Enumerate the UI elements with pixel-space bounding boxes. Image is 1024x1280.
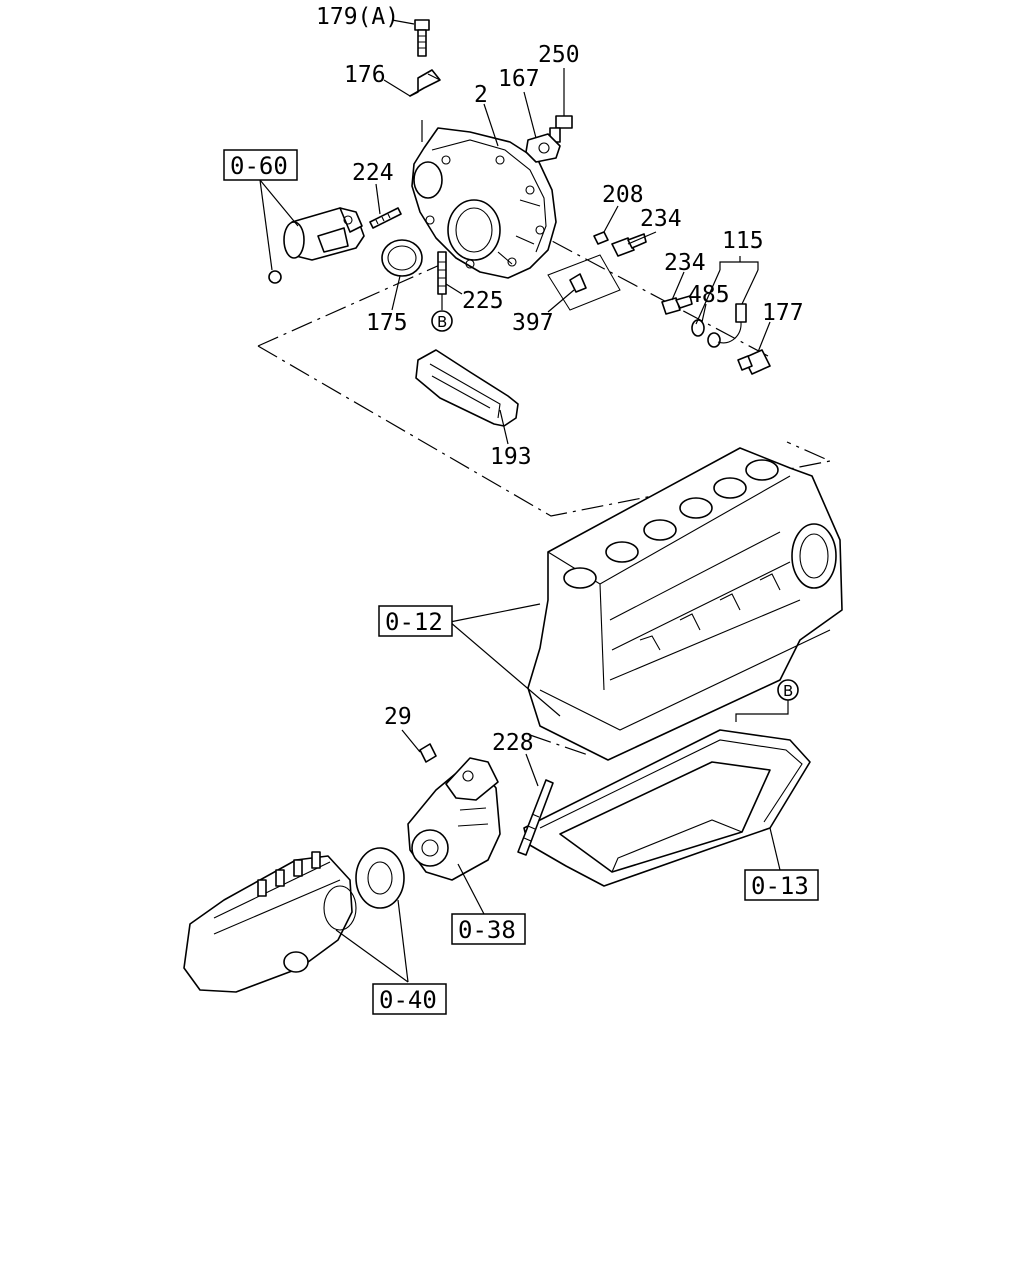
svg-text:0-38: 0-38 — [458, 916, 516, 944]
callout-224: 224 — [352, 160, 394, 186]
circled-b-marker-bottom: B — [777, 679, 799, 701]
callout-234-upper: 234 — [640, 206, 682, 232]
callout-179a: 179(A) — [316, 4, 399, 30]
flywheel-housing-icon — [411, 127, 557, 279]
svg-text:0-60: 0-60 — [230, 152, 288, 180]
engine-block-icon — [527, 447, 843, 761]
air-compressor-icon — [407, 757, 501, 881]
callout-175: 175 — [366, 310, 408, 336]
ref-box-0-40[interactable]: 0-40 — [372, 983, 447, 1015]
ref-box-0-60[interactable]: 0-60 — [223, 149, 298, 181]
nut-icon — [268, 270, 282, 284]
callout-193: 193 — [490, 444, 532, 470]
bolt-177-icon — [737, 349, 771, 375]
callout-177: 177 — [762, 300, 804, 326]
coupling-icon — [355, 847, 405, 909]
bolt-250-icon — [549, 115, 573, 143]
starter-motor-icon — [283, 207, 365, 261]
leader-lines — [259, 19, 789, 983]
lock-plate-176-icon — [409, 69, 441, 97]
callout-228: 228 — [492, 730, 534, 756]
callout-397: 397 — [512, 310, 554, 336]
ref-box-0-13[interactable]: 0-13 — [744, 869, 819, 901]
plug-29-icon — [419, 743, 437, 763]
callout-2: 2 — [474, 82, 488, 108]
assembly-chain-lines — [257, 120, 832, 756]
callout-225: 225 — [462, 288, 504, 314]
bolt-179a-icon — [414, 19, 430, 57]
svg-text:B: B — [783, 682, 793, 700]
callout-115: 115 — [722, 228, 764, 254]
callout-labels: 179(A) 176 250 167 2 224 208 234 115 234… — [316, 4, 804, 756]
svg-text:B: B — [437, 313, 447, 331]
cover-193-icon — [415, 349, 519, 427]
plate-167-icon — [525, 133, 561, 163]
callout-234-lower: 234 — [664, 250, 706, 276]
injection-pump-icon — [183, 851, 357, 993]
stud-224-icon — [369, 207, 402, 229]
rear-oil-seal-icon — [381, 239, 423, 277]
stud-225-icon — [437, 251, 447, 295]
bolt-234-upper-icon — [611, 233, 647, 257]
callout-485: 485 — [688, 282, 730, 308]
nut-208-icon — [593, 231, 609, 245]
plate-397-icon — [547, 254, 621, 311]
callout-208: 208 — [602, 182, 644, 208]
circled-b-marker-top: B — [431, 310, 453, 332]
callout-167: 167 — [498, 66, 540, 92]
callout-250: 250 — [538, 42, 580, 68]
oil-pan-icon — [523, 729, 811, 887]
stud-228-icon — [517, 779, 554, 856]
svg-text:0-13: 0-13 — [751, 872, 809, 900]
bolt-234-lower-icon — [661, 295, 693, 315]
callout-29: 29 — [384, 704, 412, 730]
washer-485-icon — [691, 319, 721, 348]
ref-box-0-12[interactable]: 0-12 — [378, 605, 453, 637]
svg-text:0-12: 0-12 — [385, 608, 443, 636]
sensor-115-icon — [717, 303, 747, 344]
ref-box-0-38[interactable]: 0-38 — [451, 913, 526, 945]
callout-176: 176 — [344, 62, 386, 88]
svg-text:0-40: 0-40 — [379, 986, 437, 1014]
